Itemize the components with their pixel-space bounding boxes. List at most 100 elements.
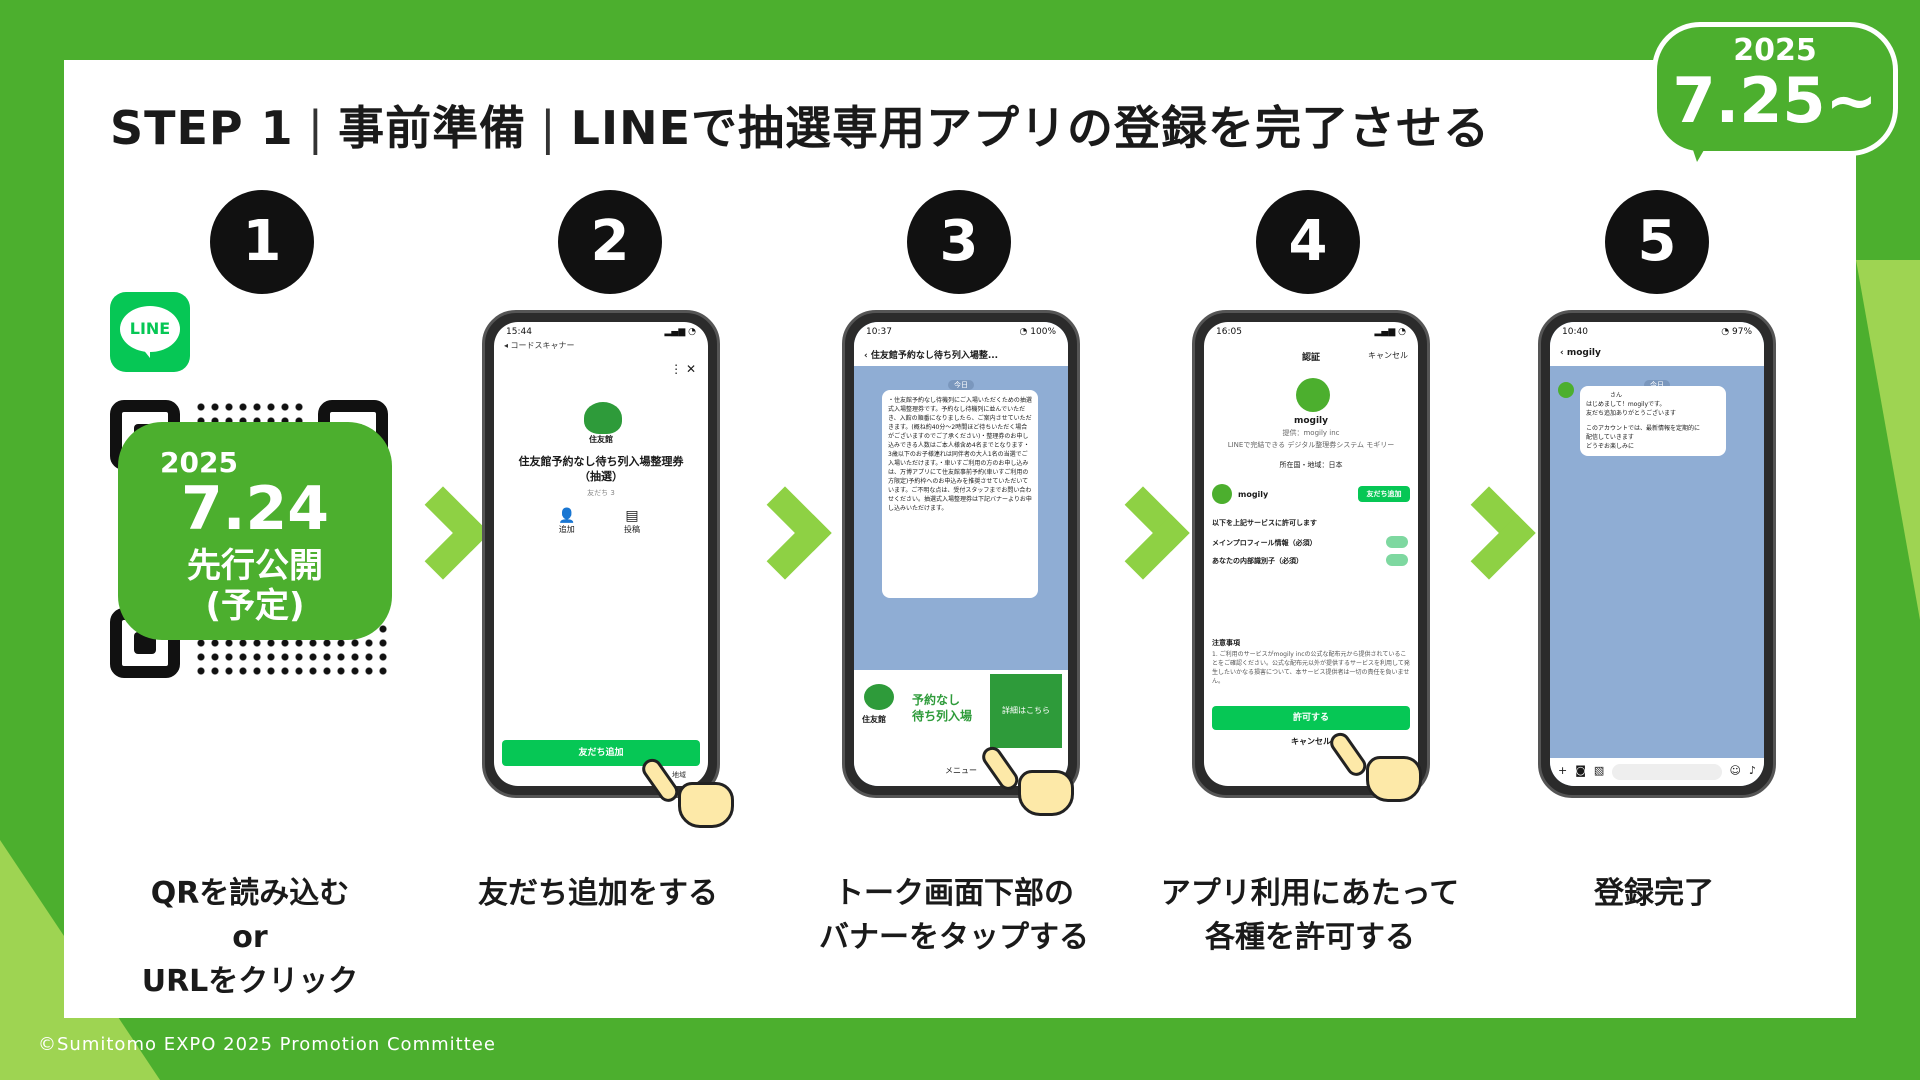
rich-menu-banner[interactable]: 住友館 予約なし待ち列入場 詳細はこちら: [854, 670, 1068, 756]
date-chip: 今日: [1644, 380, 1670, 390]
status-time: 10:40: [1562, 327, 1588, 337]
camera-icon[interactable]: ◙: [1575, 764, 1586, 777]
friend-count: 友だち 3: [587, 489, 615, 497]
step-label: STEP 1: [110, 101, 294, 155]
message-line: はじめまして！mogilyです。: [1586, 401, 1666, 408]
cancel-top-button[interactable]: キャンセル: [1368, 351, 1408, 360]
chat-header: ‹ mogily: [1550, 344, 1764, 366]
message-line: さん: [1610, 392, 1623, 399]
close-icon[interactable]: ⋮ ✕: [670, 362, 696, 376]
pre-release-note: (予定): [205, 586, 305, 626]
banner-detail-button[interactable]: 詳細はこちら: [990, 674, 1062, 748]
banner-text: 予約なし待ち列入場: [912, 692, 972, 724]
step-number-4: 4: [1256, 190, 1360, 294]
banner-org: 住友館: [862, 715, 886, 724]
app-row-name: mogily: [1238, 490, 1269, 499]
phone-screen: 15:44 ▂▄▆ ◔ ◂ コードスキャナー ⋮ ✕ 住友館 住友館予約なし待ち列…: [494, 322, 708, 786]
page-title: STEP 1|事前準備|LINEで抽選専用アプリの登録を完了させる: [110, 92, 1490, 158]
allow-button[interactable]: 許可する: [1212, 706, 1410, 730]
welcome-message: さん はじめまして！mogilyです。 友だち追加ありがとうございます このアカ…: [1580, 386, 1726, 456]
permission-title: 以下を上記サービスに許可します: [1212, 519, 1317, 527]
background-accent-right: [1856, 260, 1920, 620]
step-label-line: QRを読み込む: [150, 876, 350, 911]
plus-icon[interactable]: +: [1558, 764, 1568, 777]
line-app-icon[interactable]: LINE: [110, 292, 190, 372]
date-chip-wrap: 今日: [1550, 372, 1764, 391]
auth-title: 認証: [1301, 353, 1320, 363]
add-friend-toggle[interactable]: 友だち追加: [1358, 486, 1410, 502]
back-to-scanner[interactable]: ◂ コードスキャナー: [504, 341, 575, 350]
emoji-icon[interactable]: ☺: [1729, 764, 1741, 777]
date-chip-wrap: 今日: [854, 372, 1068, 391]
back-icon[interactable]: ‹: [1560, 348, 1567, 358]
line-logo-text: LINE: [120, 306, 180, 352]
banner-line2: 待ち列入場: [912, 709, 973, 723]
notice-title: 注意事項: [1212, 639, 1240, 647]
message-line: どうぞお楽しみに: [1586, 443, 1635, 450]
pre-release-badge: 2025 7.24 先行公開 (予定): [118, 422, 392, 640]
post-action[interactable]: ▤投稿: [624, 508, 640, 535]
step-number-2: 2: [558, 190, 662, 294]
step-label-1: QRを読み込む or URLをクリック: [70, 872, 430, 1004]
status-bar: 10:37◔ 100%: [854, 322, 1068, 344]
step-number-1: 1: [210, 190, 314, 294]
section-label: 事前準備: [338, 101, 527, 155]
status-bar: 16:05 ▂▄▆ ◔: [1204, 322, 1418, 344]
pre-release-label: 先行公開: [187, 546, 323, 586]
date-bubble-tail-inner: [1689, 138, 1711, 162]
post-action-label: 投稿: [624, 525, 640, 534]
step-label-line: URLをクリック: [141, 964, 359, 999]
status-time: 16:05: [1216, 327, 1242, 337]
banner-line1: 予約なし: [912, 693, 961, 707]
org-logo-icon: [584, 402, 622, 434]
start-date-bubble: 2025 7.25~: [1652, 22, 1898, 156]
hand-palm: [1018, 770, 1074, 816]
account-name: 住友館予約なし待ち列入場整理券（抽選）: [518, 455, 684, 483]
line-logo-tail: [142, 348, 150, 358]
step-label-5: 登録完了: [1474, 872, 1834, 916]
tap-hand-icon: [1326, 726, 1424, 806]
status-bar: 15:44 ▂▄▆ ◔: [494, 322, 708, 344]
org-logo-text: 住友館: [589, 435, 613, 444]
step-label-line: アプリ利用にあたって: [1160, 876, 1460, 911]
title-separator: |: [540, 101, 557, 155]
cancel-bottom-button[interactable]: キャンセル: [1291, 737, 1331, 746]
step-label-3: トーク画面下部の バナーをタップする: [774, 872, 1134, 960]
tap-hand-icon: [638, 752, 736, 832]
mic-icon[interactable]: ♪: [1748, 764, 1756, 777]
hand-palm: [1366, 756, 1422, 802]
status-time: 15:44: [506, 327, 532, 337]
image-icon[interactable]: ▧: [1593, 764, 1605, 777]
pre-release-date: 7.24: [180, 474, 330, 544]
phone-step4: 16:05▂▄▆ ◔ 認証 キャンセル mogily 提供：mogily inc…: [1192, 310, 1430, 798]
tap-hand-icon: [978, 740, 1076, 820]
sender-avatar: [1558, 382, 1574, 398]
post-icon: ▤: [625, 508, 639, 524]
add-friend-button[interactable]: 友だち追加: [502, 740, 700, 766]
org-logo-icon: [864, 684, 894, 710]
permission-identifier: あなたの内部識別子（必須）: [1212, 557, 1303, 565]
app-name: mogily: [1293, 416, 1329, 426]
status-time: 10:37: [866, 327, 892, 337]
status-bar: 10:40◔ 97%: [1550, 322, 1764, 344]
back-icon[interactable]: ‹: [864, 351, 871, 361]
input-bar: + ◙ ▧ ☺ ♪: [1550, 758, 1764, 786]
app-small-icon: [1212, 484, 1232, 504]
status-icons: ▂▄▆ ◔: [664, 327, 696, 337]
status-icons: ▂▄▆ ◔: [1374, 327, 1406, 337]
phone-screen: 10:40◔ 97% ‹ mogily 今日 さん はじめまして！mogilyで…: [1550, 322, 1764, 786]
phone-screen: 16:05▂▄▆ ◔ 認証 キャンセル mogily 提供：mogily inc…: [1204, 322, 1418, 786]
message-line: 配信していきます: [1586, 434, 1634, 441]
start-date: 7.25~: [1672, 64, 1878, 137]
person-add-icon: 👤: [558, 508, 576, 524]
copyright: ©Sumitomo EXPO 2025 Promotion Committee: [38, 1034, 496, 1055]
date-chip: 今日: [948, 380, 974, 390]
step-number-3: 3: [907, 190, 1011, 294]
step-number-5: 5: [1605, 190, 1709, 294]
permission-profile-toggle[interactable]: [1386, 536, 1408, 548]
message-input[interactable]: [1612, 764, 1722, 780]
notice-body: 1. ご利用のサービスがmogily incの公式な配布元から提供されていること…: [1212, 651, 1410, 685]
pre-release-year: 2025: [160, 446, 238, 479]
permission-identifier-toggle[interactable]: [1386, 554, 1408, 566]
add-action[interactable]: 👤追加: [558, 508, 575, 535]
